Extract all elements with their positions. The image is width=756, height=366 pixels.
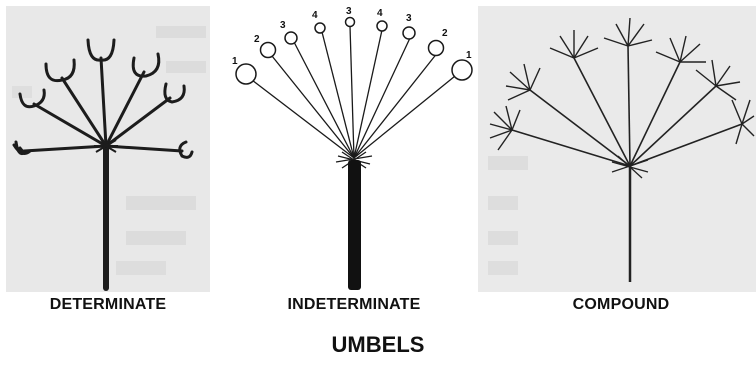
ray-number: 3 — [280, 20, 286, 31]
ray-number: 1 — [466, 50, 472, 61]
determinate-umbel-drawing — [6, 6, 210, 292]
ray-number: 3 — [346, 6, 352, 17]
ray-number: 4 — [312, 10, 318, 21]
figure-title: UMBELS — [0, 332, 756, 358]
caption-indeterminate: INDETERMINATE — [232, 296, 476, 314]
ray-number: 1 — [232, 56, 238, 67]
ray-number: 2 — [254, 34, 260, 45]
caption-compound: COMPOUND — [486, 296, 756, 314]
compound-umbel-figure — [478, 6, 756, 292]
ray-number: 4 — [377, 8, 383, 19]
caption-determinate: DETERMINATE — [6, 296, 210, 314]
indeterminate-peduncle — [348, 160, 361, 290]
ray-number: 2 — [442, 28, 448, 39]
ray-number: 3 — [406, 13, 412, 24]
indeterminate-umbel-drawing: 1 2 3 4 3 4 3 2 1 — [232, 6, 476, 292]
indeterminate-umbel-figure: 1 2 3 4 3 4 3 2 1 — [232, 6, 476, 292]
paper-background — [478, 6, 756, 292]
compound-umbel-drawing — [478, 6, 756, 292]
determinate-umbel-figure — [6, 6, 210, 292]
